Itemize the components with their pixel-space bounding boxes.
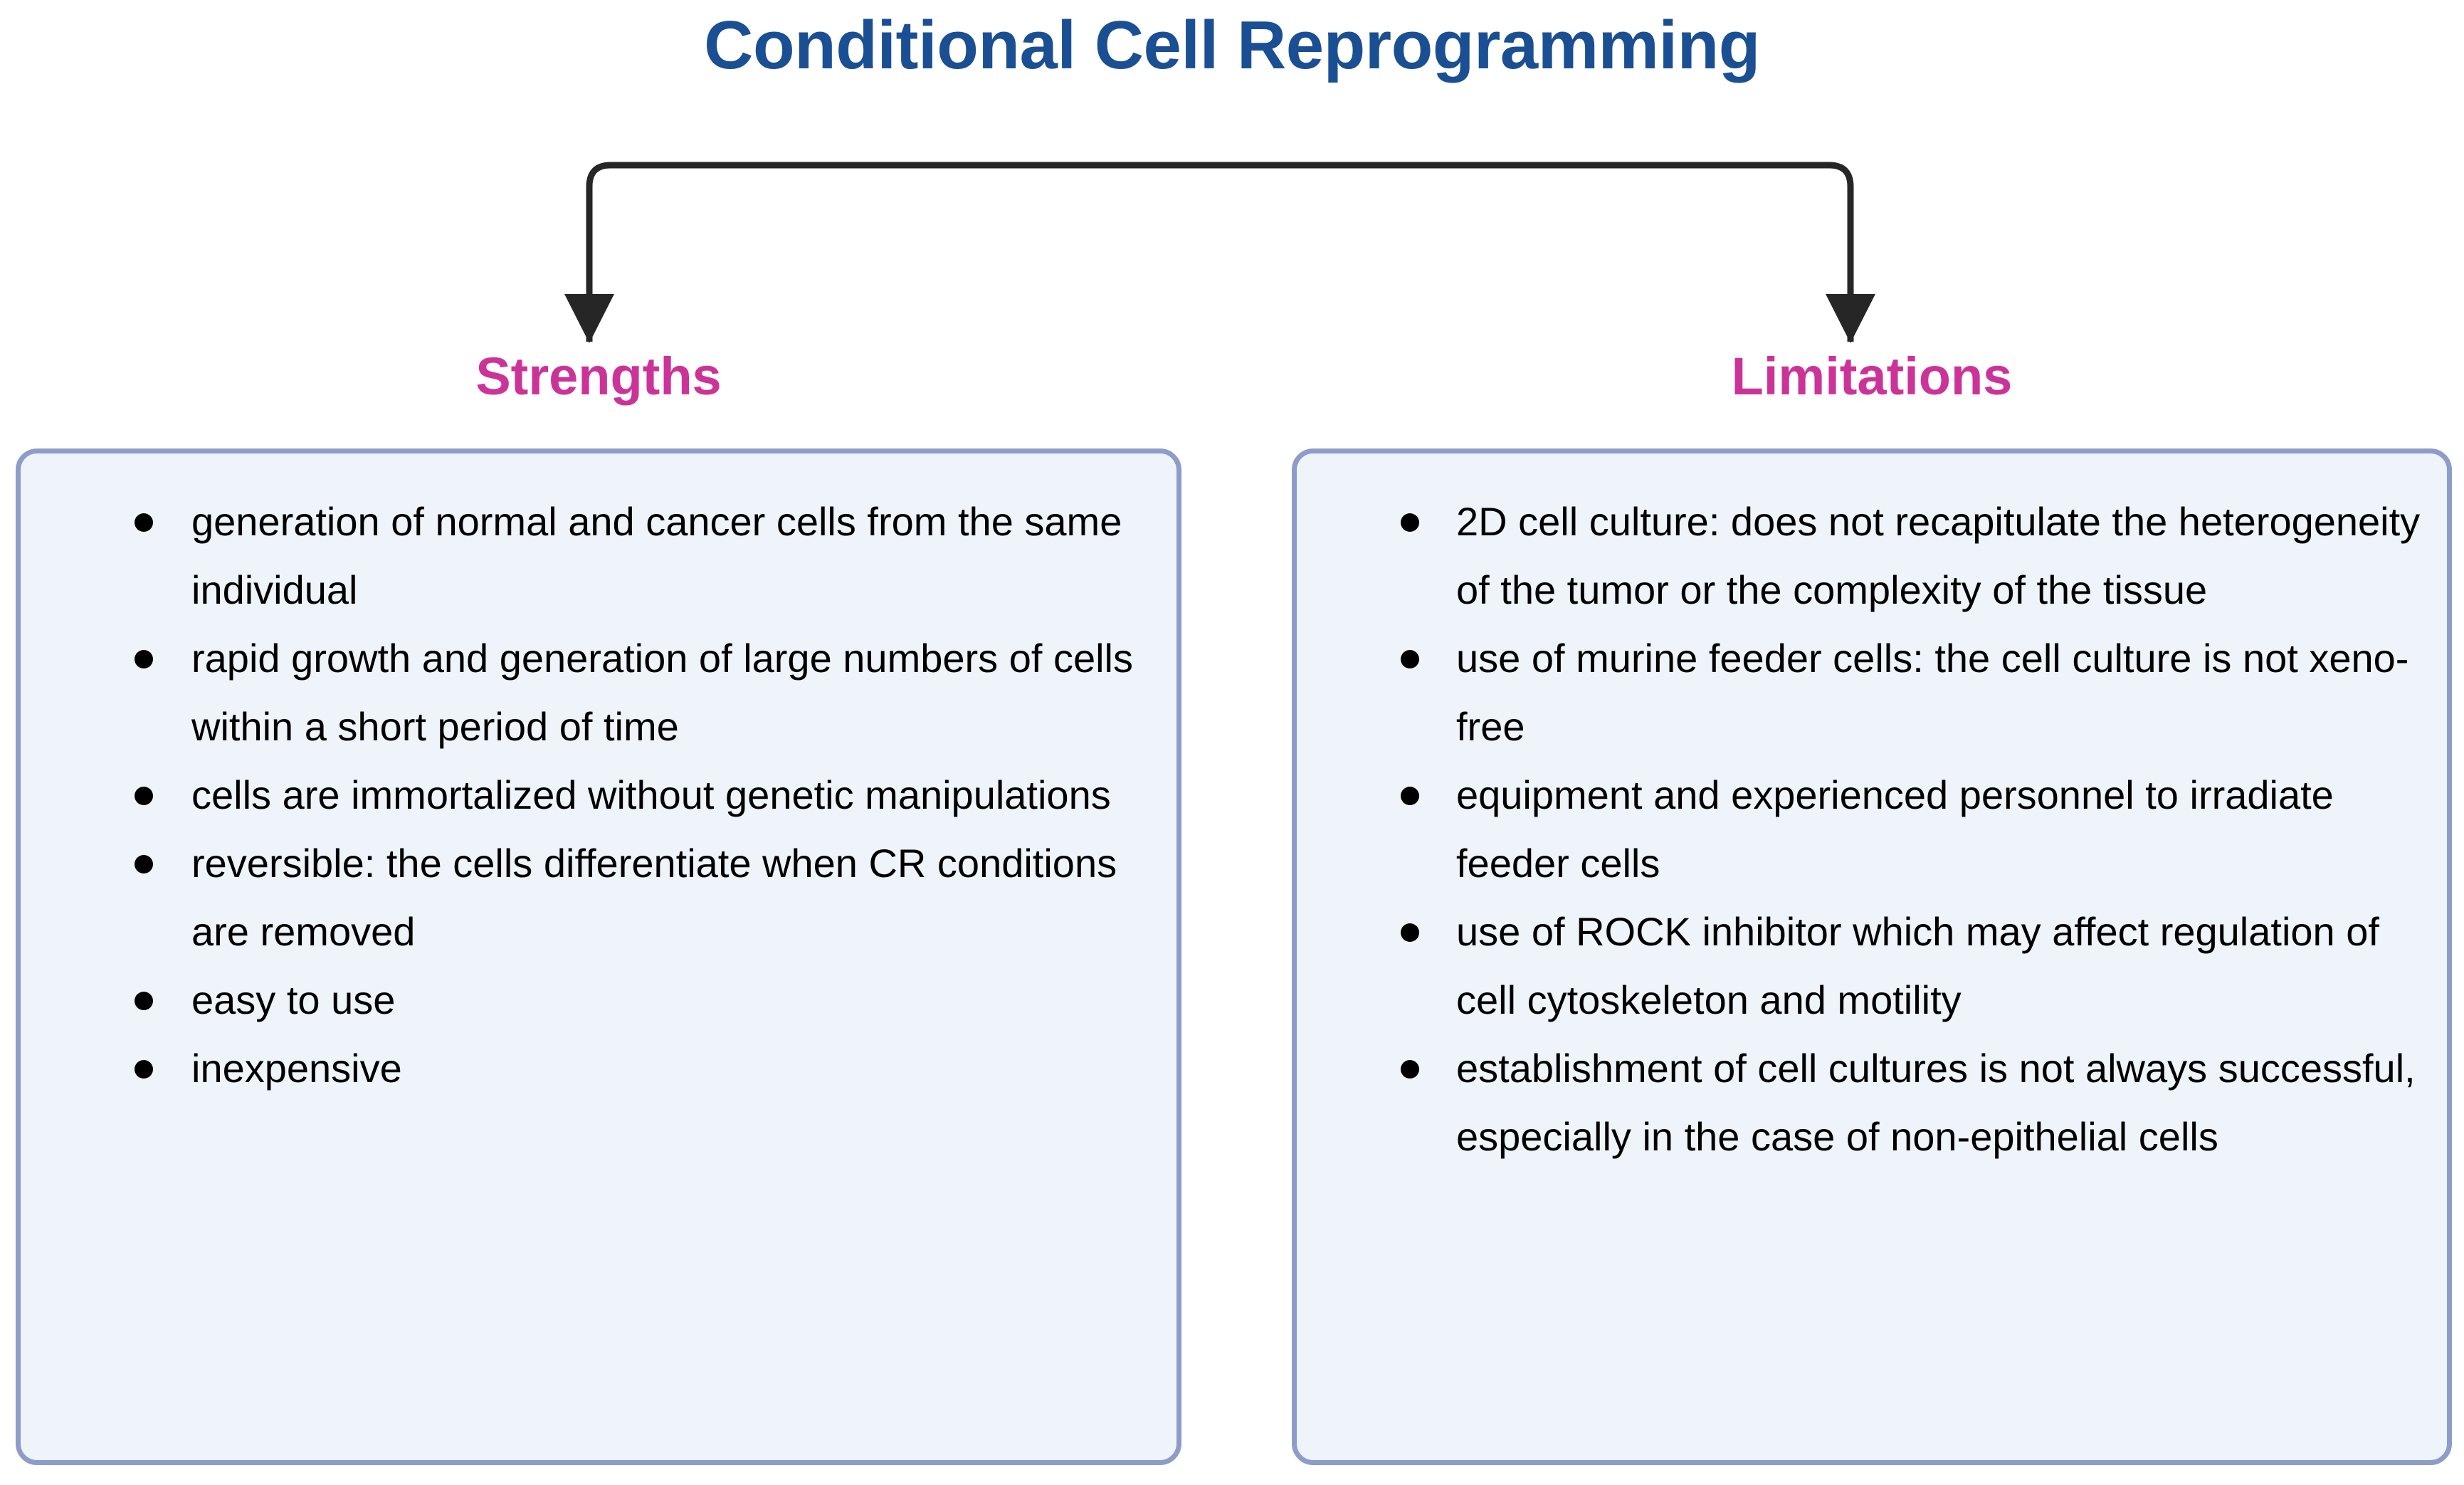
list-item: use of ROCK inhibitor which may affect r…	[1297, 898, 2423, 1034]
list-item-label: use of murine feeder cells: the cell cul…	[1456, 636, 2409, 749]
column-heading-strengths: Strengths	[475, 347, 722, 406]
list-item: rapid growth and generation of large num…	[21, 624, 1152, 761]
list-item: reversible: the cells differentiate when…	[21, 829, 1152, 966]
bullet-icon	[135, 787, 153, 805]
bullet-icon	[135, 992, 153, 1010]
list-item: equipment and experienced personnel to i…	[1297, 761, 2423, 898]
bullet-icon	[135, 855, 153, 873]
arrow-head-right-icon	[1826, 294, 1875, 343]
connector-path	[586, 162, 1854, 342]
list-item-label: generation of normal and cancer cells fr…	[191, 499, 1122, 612]
bullet-icon	[135, 513, 153, 532]
bullet-icon	[135, 1060, 153, 1079]
bullet-icon	[1401, 787, 1419, 805]
list-item-label: 2D cell culture: does not recapitulate t…	[1456, 499, 2421, 612]
list-item: use of murine feeder cells: the cell cul…	[1297, 624, 2423, 761]
strengths-list: generation of normal and cancer cells fr…	[21, 453, 1176, 1103]
list-item-label: easy to use	[191, 977, 396, 1022]
list-item-label: equipment and experienced personnel to i…	[1456, 772, 2334, 886]
list-item-label: inexpensive	[191, 1046, 402, 1091]
list-item: generation of normal and cancer cells fr…	[21, 488, 1152, 624]
bullet-icon	[1401, 923, 1419, 942]
page-title: Conditional Cell Reprogramming	[704, 7, 1760, 83]
arrow-head-left-icon	[564, 294, 614, 343]
limitations-panel: 2D cell culture: does not recapitulate t…	[1292, 448, 2452, 1465]
list-item: 2D cell culture: does not recapitulate t…	[1297, 488, 2423, 624]
list-item-label: establishment of cell cultures is not al…	[1456, 1046, 2416, 1159]
list-item-label: cells are immortalized without genetic m…	[191, 772, 1111, 817]
strengths-panel: generation of normal and cancer cells fr…	[16, 448, 1181, 1465]
bullet-icon	[1401, 650, 1419, 668]
list-item-label: reversible: the cells differentiate when…	[191, 841, 1117, 954]
list-item: cells are immortalized without genetic m…	[21, 761, 1152, 829]
column-heading-limitations: Limitations	[1731, 347, 2013, 406]
bullet-icon	[1401, 513, 1419, 532]
bullet-icon	[1401, 1060, 1419, 1079]
limitations-list: 2D cell culture: does not recapitulate t…	[1297, 453, 2447, 1171]
bullet-icon	[135, 650, 153, 668]
list-item: inexpensive	[21, 1034, 1152, 1103]
list-item: easy to use	[21, 966, 1152, 1034]
list-item: establishment of cell cultures is not al…	[1297, 1034, 2423, 1171]
list-item-label: rapid growth and generation of large num…	[191, 636, 1133, 749]
list-item-label: use of ROCK inhibitor which may affect r…	[1456, 909, 2379, 1022]
